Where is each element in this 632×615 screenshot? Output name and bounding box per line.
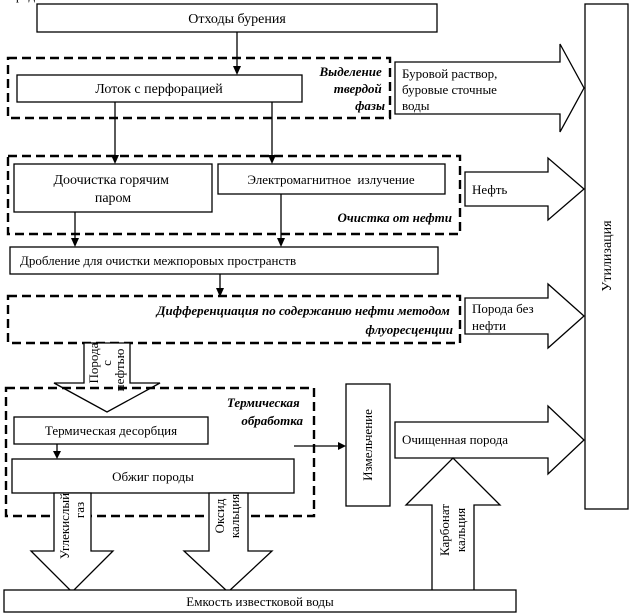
grinding-label: Измельчение (360, 409, 375, 481)
arrow-tray-to-steam (111, 102, 119, 164)
arrow-firing-to-grinding (294, 442, 346, 450)
rock-with-oil-label: Порода (0, 0, 41, 3)
em-radiation-box: Электромагнитное излучение (217, 163, 446, 195)
arrow-crushing-to-diff (216, 274, 224, 297)
arrow-waste-to-tray (233, 32, 241, 75)
differentiation-stage-label: Дифференциация по содержанию нефти метод… (156, 303, 453, 337)
arrow-tray-to-em (268, 102, 276, 164)
arrow-rock-with-oil: Порода (0, 0, 161, 413)
oil-cleaning-stage-frame (6, 154, 462, 236)
cleaned-rock-label: Очищенная порода (402, 432, 508, 447)
arrow-calcium-carbonate (404, 457, 502, 595)
calcium-oxide-line1: Оксид (212, 498, 227, 533)
arrow-calcium-oxide (182, 492, 274, 593)
thermal-stage-label: Термическая обработка (227, 395, 304, 428)
rock-without-oil-label: Порода без нефти (472, 301, 537, 333)
drilling-fluid-label: Буровой раствор, буровые сточные воды (402, 66, 501, 113)
arrow-oil-output: Нефть (464, 156, 585, 222)
grinding-box: Измельчение (345, 383, 391, 507)
calcium-carbonate-line1: Карбонат (437, 504, 452, 556)
carbon-dioxide-line2: газ (72, 502, 87, 518)
arrow-em-to-crushing (277, 194, 285, 247)
arrow-rock-without-oil-output: Порода без нефти (464, 282, 585, 350)
utilization-label: Утилизация (600, 220, 615, 292)
differentiation-stage-frame (6, 294, 462, 345)
perforated-tray-box: Лоток с перфорацией (16, 74, 303, 103)
calcium-oxide-line2: кальция (227, 494, 242, 538)
oil-cleaning-stage-label: Очистка от нефти (337, 210, 452, 225)
rock-with-oil-line1: Порода (86, 342, 101, 383)
rock-firing-label: Обжиг породы (112, 469, 194, 484)
thermal-desorption-box: Термическая десорбция (13, 416, 209, 445)
arrow-desorption-to-firing (53, 444, 61, 459)
steam-cleaning-label: Доочистка горячим паром (53, 173, 172, 206)
crushing-label: Дробление для очистки межпоровых простра… (20, 253, 296, 268)
crushing-box: Дробление для очистки межпоровых простра… (9, 246, 439, 275)
arrow-cleaned-rock-output: Очищенная порода (394, 404, 585, 476)
solid-phase-stage-label: Выделение твердой фазы (319, 64, 386, 113)
rock-with-oil-line2: с (99, 360, 114, 366)
thermal-stage-frame (4, 386, 316, 518)
oil-label: Нефть (472, 182, 507, 197)
rock-with-oil-line3: нефтью (112, 348, 127, 391)
perforated-tray-label: Лоток с перфорацией (95, 82, 223, 97)
rock-firing-box: Обжиг породы (11, 458, 295, 494)
calcium-carbonate-line2: кальция (453, 508, 468, 552)
arrow-carbon-dioxide (29, 492, 115, 593)
em-radiation-label: Электромагнитное излучение (247, 172, 414, 187)
lime-water-tank-label: Емкость известковой воды (186, 594, 334, 609)
solid-phase-stage-frame (6, 56, 392, 120)
carbon-dioxide-line1: Углекислый (57, 493, 72, 559)
arrow-drilling-fluid-output: Буровой раствор, буровые сточные воды (394, 43, 585, 133)
steam-cleaning-box: Доочистка горячим паром (13, 163, 213, 213)
utilization-box: Утилизация (584, 3, 629, 510)
lime-water-tank-box: Емкость известковой воды (3, 589, 517, 613)
drilling-waste-box: Отходы бурения (36, 3, 438, 33)
thermal-desorption-label: Термическая десорбция (45, 423, 177, 438)
arrow-steam-to-crushing (71, 212, 79, 247)
drilling-waste-label: Отходы бурения (188, 12, 286, 27)
